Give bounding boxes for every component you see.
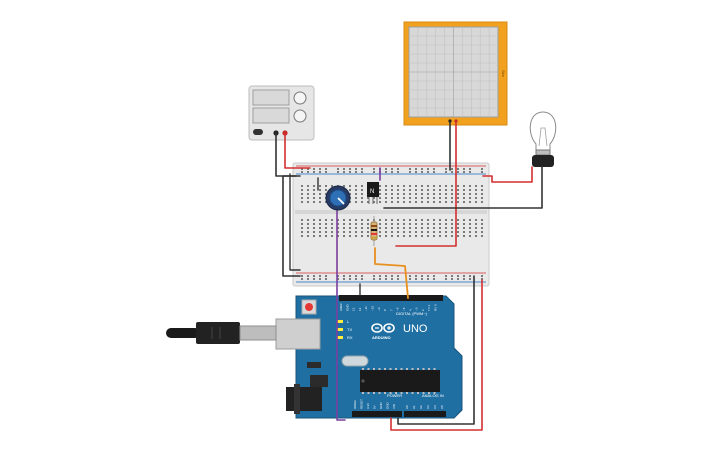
power-supply[interactable]	[248, 85, 315, 141]
wire-bulb-negative	[383, 166, 543, 209]
oscilloscope-grid	[409, 27, 498, 117]
analog-pin-label: A4	[433, 405, 437, 409]
wire-arduino-gnd	[397, 275, 475, 425]
digital-pin-label: ~9	[377, 307, 381, 311]
oscilloscope-brand: Sim	[501, 70, 506, 78]
wire-rail-ground-2	[289, 173, 301, 271]
transistor[interactable]: N	[367, 182, 379, 204]
arduino-logo	[371, 323, 395, 333]
resistor[interactable]	[370, 216, 378, 246]
wire-rail-ground-left	[282, 175, 301, 277]
digital-pin-label: TX 1	[427, 304, 431, 311]
digital-pin-label: 4	[408, 309, 412, 311]
crystal	[341, 355, 369, 367]
led-tx-label: TX	[347, 327, 352, 332]
analog-in-label: ANALOG IN	[422, 393, 444, 398]
potentiometer[interactable]	[325, 185, 351, 211]
digital-pwm-label: DIGITAL (PWM~)	[396, 311, 428, 316]
breadboard-holes[interactable]	[301, 168, 483, 280]
wire-bulb-positive	[482, 166, 533, 183]
light-bulb[interactable]	[529, 111, 557, 167]
wire-supply-positive	[284, 132, 311, 169]
potentiometer-knob-indicator	[337, 197, 345, 205]
digital-pin-label: ~5	[402, 307, 406, 311]
wire-arduino-5v	[390, 279, 483, 431]
digital-pin-label: GND	[345, 304, 349, 312]
analog-pin-label: A0	[405, 405, 409, 409]
digital-pin-label: 13	[352, 307, 356, 311]
power-header[interactable]	[352, 411, 402, 417]
bulb-socket	[532, 155, 554, 167]
voltage-regulator	[310, 375, 328, 387]
dc-jack	[286, 387, 322, 411]
power-pin-label: 3.3V	[366, 403, 370, 409]
digital-pin-label: RX 0	[434, 304, 438, 311]
digital-pin-label: ~6	[396, 307, 400, 311]
breadboard	[292, 162, 490, 287]
digital-pin-label: ~3	[415, 307, 419, 311]
reset-button-cap[interactable]	[305, 303, 313, 311]
power-switch[interactable]	[253, 129, 263, 135]
power-pin-label: GND	[379, 402, 383, 410]
digital-pin-label: 8	[383, 309, 387, 311]
led-rx-label: RX	[347, 335, 353, 340]
digital-pin-label: ~11	[364, 306, 368, 311]
current-knob[interactable]	[293, 109, 307, 123]
wire-pot-wiper	[336, 204, 346, 421]
current-display	[252, 107, 290, 124]
usb-cable	[166, 322, 277, 344]
power-pin-label: GND	[386, 402, 390, 410]
digital-pin-label: 7	[389, 309, 393, 311]
power-pin-label: IOREF	[353, 400, 357, 409]
usb-port	[275, 318, 321, 350]
scope-probe-negative[interactable]	[448, 119, 452, 123]
capacitor	[307, 362, 321, 368]
analog-header[interactable]	[404, 411, 446, 417]
led-l-label: L	[347, 319, 350, 324]
power-pin-label: RESET	[360, 399, 364, 409]
transistor-label: N	[370, 189, 374, 195]
analog-pin-label: A1	[412, 405, 416, 409]
analog-pin-label: A2	[419, 405, 423, 409]
digital-header[interactable]	[339, 295, 443, 301]
arduino-uno[interactable]: L TX RX UNO ARDUINO DIGITAL (PWM~) POWER…	[275, 295, 463, 419]
power-label: POWER	[387, 393, 402, 398]
arduino-brand-label: ARDUINO	[372, 335, 391, 340]
oscilloscope[interactable]: Sim	[403, 21, 508, 126]
digital-pin-label: ~10	[371, 306, 375, 311]
wire-signal-orange	[374, 247, 409, 299]
uno-label: UNO	[403, 323, 428, 335]
power-pin-label: VIN	[392, 404, 396, 409]
wires[interactable]	[275, 122, 543, 431]
digital-pin-label: AREF	[339, 303, 343, 311]
atmega-chip	[360, 370, 440, 392]
digital-pin-label: 12	[358, 307, 362, 311]
analog-pin-label: A5	[440, 405, 444, 409]
voltage-display	[252, 89, 290, 106]
analog-pin-label: A3	[426, 405, 430, 409]
digital-pin-label: 2	[421, 309, 425, 311]
voltage-knob[interactable]	[293, 91, 307, 105]
scope-probe-positive[interactable]	[454, 119, 458, 123]
power-pin-label: 5V	[373, 405, 377, 409]
wire-scope-positive	[395, 122, 457, 247]
